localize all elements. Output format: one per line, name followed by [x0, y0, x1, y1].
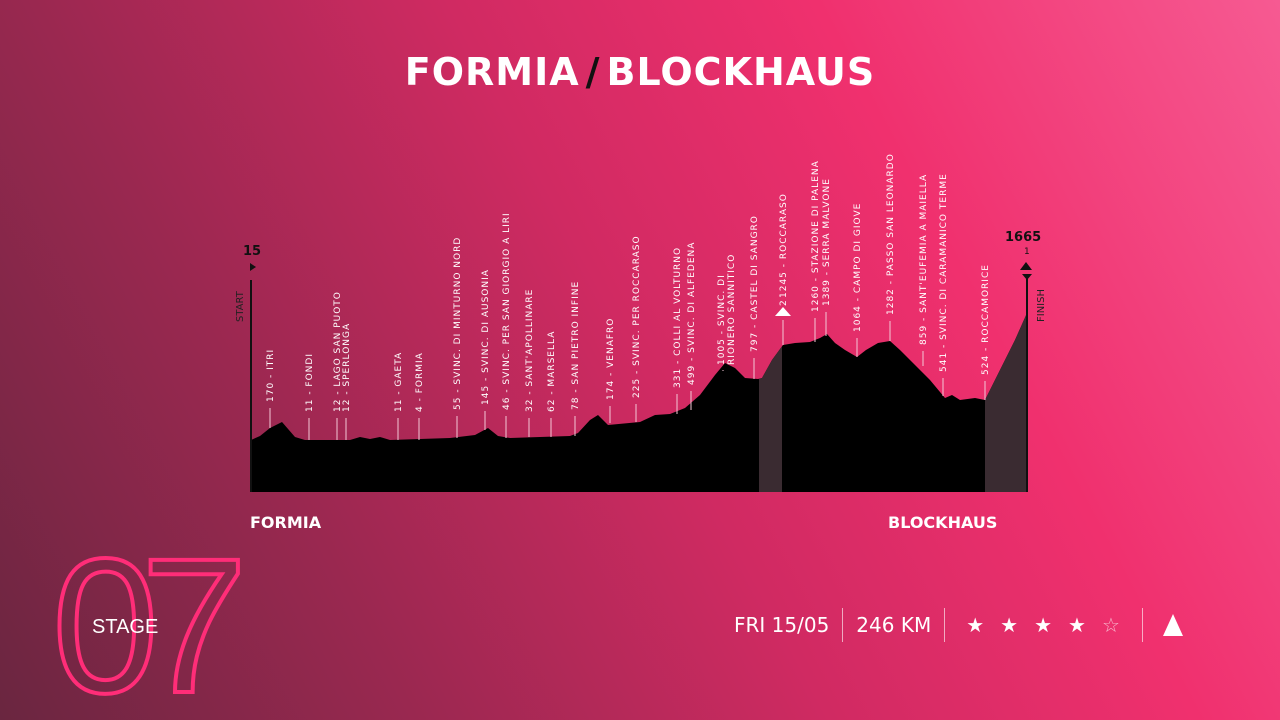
star-filled-icon: ★ — [1068, 613, 1086, 637]
gpm-2-category: 2 — [779, 299, 789, 306]
waypoint-label: 499 - SVINC. DI ALFEDENA — [687, 242, 697, 385]
waypoint-label: 1245 - ROCCARASO — [779, 193, 789, 298]
waypoint-label: 174 - VENAFRO — [606, 318, 616, 400]
waypoint-label: 1064 - CAMPO DI GIOVE — [853, 203, 863, 332]
waypoint-label: 12 - LAGO SAN PUOTO — [333, 291, 343, 412]
title-slash: / — [585, 50, 601, 94]
stage-date: FRI 15/05 — [734, 613, 830, 637]
stage-title: FORMIA/BLOCKHAUS — [0, 50, 1280, 94]
waypoint-label: 46 - SVINC. PER SAN GIORGIO A LIRI — [502, 212, 512, 410]
waypoint-label: 78 - SAN PIETRO INFINE — [571, 281, 581, 410]
waypoint-label: 55 - SVINC. DI MINTURNO NORD — [453, 237, 463, 410]
gpm-1-triangle-icon — [1020, 262, 1032, 270]
waypoint-label: 145 - SVINC. DI AUSONIA — [481, 269, 491, 405]
start-label: START — [235, 290, 246, 322]
waypoint-label: 859 - SANT'EUFEMIA A MAIELLA — [919, 174, 929, 345]
stage-distance: 246 KM — [856, 613, 932, 637]
divider — [1141, 608, 1143, 642]
finish-label: FINISH — [1036, 289, 1047, 322]
stage-info-bar: FRI 15/05 246 KM ★ ★ ★ ★ ☆ — [734, 608, 1183, 642]
star-filled-icon: ★ — [1034, 613, 1053, 637]
divider — [842, 608, 844, 642]
stage-word: STAGE — [92, 616, 159, 638]
star-filled-icon: ★ — [1000, 613, 1019, 637]
star-filled-icon: ★ — [966, 613, 985, 637]
waypoint-label: 62 - MARSELLA — [547, 331, 557, 412]
waypoint-label: 797 - CASTEL DI SANGRO — [750, 215, 760, 352]
title-finish: BLOCKHAUS — [606, 50, 876, 94]
finish-arrow-icon — [1022, 274, 1032, 280]
start-town: FORMIA — [250, 513, 322, 532]
waypoint-label: 524 - ROCCAMORICE — [981, 264, 991, 375]
waypoint-label: 1389 - SERRA MALVONE — [822, 178, 832, 306]
difficulty-rating: ★ ★ ★ ★ ☆ — [958, 613, 1128, 637]
start-flag-icon — [250, 263, 256, 271]
waypoint-label: 11 - GAETA — [394, 352, 404, 412]
title-start: FORMIA — [404, 50, 580, 94]
waypoint-label: 331 - COLLI AL VOLTURNO — [673, 247, 683, 388]
divider — [944, 608, 946, 642]
finish-town: BLOCKHAUS — [888, 513, 998, 532]
profile-shape — [251, 313, 1027, 492]
waypoint-label: 1260 - STAZIONE DI PALENA — [811, 160, 821, 312]
stage-number: 07 — [50, 516, 259, 720]
waypoint-label: 12 - SPERLONGA — [342, 323, 352, 412]
star-empty-icon: ☆ — [1101, 613, 1120, 637]
waypoint-label: 1005 - SVINC. DI — [717, 274, 727, 365]
climb-shade-roccaraso — [759, 313, 782, 492]
waypoint-label: 541 - SVINC. DI CARAMANICO TERME — [939, 173, 949, 372]
gpm-1-category: 1 — [1024, 247, 1030, 257]
waypoint-label: 170 - ITRI — [266, 349, 276, 402]
waypoint-label: 225 - SVINC. PER ROCCARASO — [632, 235, 642, 398]
stage-number-text: 07 — [52, 518, 239, 720]
waypoint-label: 32 - SANT'APOLLINARE — [525, 289, 535, 412]
mountain-finish-icon — [1162, 614, 1183, 636]
waypoint-label: 4 - FORMIA — [415, 352, 425, 412]
start-altitude: 15 — [243, 244, 261, 259]
gpm-2-triangle-icon — [775, 307, 791, 316]
waypoint-label: 1282 - PASSO SAN LEONARDO — [886, 153, 896, 315]
waypoint-label: RIONERO SANNITICO — [727, 254, 737, 365]
climb-shade-blockhaus — [985, 313, 1027, 492]
finish-altitude: 1665 — [1005, 230, 1041, 245]
waypoint-label: 11 - FONDI — [305, 353, 315, 412]
